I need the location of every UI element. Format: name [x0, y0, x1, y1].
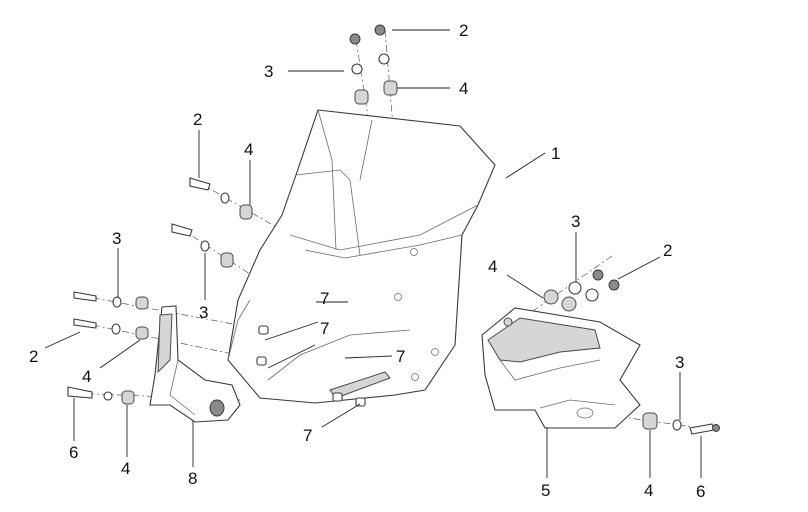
callout-nut-c: 7 — [396, 347, 405, 366]
bolt-right — [689, 423, 715, 435]
callout-bracket-left: 8 — [188, 469, 197, 488]
grommet-left-mid — [220, 252, 234, 268]
callout-washer-left-upper: 3 — [112, 229, 121, 248]
top-fasteners — [349, 24, 398, 105]
callout-washer-left-mid: 3 — [199, 303, 208, 322]
screw-head-top-right — [374, 24, 386, 36]
washer-top-left — [351, 63, 363, 75]
callout-grommet-bracket-right: 4 — [644, 481, 653, 500]
nut-d — [355, 397, 366, 407]
callout-screw-left-lower: 2 — [29, 347, 38, 366]
windscreen — [227, 109, 496, 404]
callout-nut-d: 7 — [303, 426, 312, 445]
washer-right-lower — [672, 419, 682, 431]
callout-grommet-bracket-left: 4 — [121, 459, 130, 478]
grommet-top-left — [354, 89, 369, 105]
callout-screw-right: 2 — [663, 241, 672, 260]
callout-bracket-right: 5 — [541, 481, 550, 500]
grommet-bracket-left — [121, 390, 135, 405]
callout-bolt-left: 6 — [69, 443, 78, 462]
callout-grommet-left-lower: 4 — [82, 367, 91, 386]
callout-screw-top-right: 2 — [459, 21, 468, 40]
callout-bolt-right: 6 — [696, 482, 705, 501]
grommet-left-upper — [239, 204, 253, 220]
callout-washer-top: 3 — [264, 62, 273, 81]
screw-left-upper — [189, 177, 211, 191]
grommet-bracket-right — [642, 412, 658, 430]
callout-screw-left-upper: 2 — [193, 110, 202, 129]
washer-left-upper — [220, 192, 230, 204]
callout-washer-right-upper: 3 — [571, 212, 580, 231]
washer-left-mid — [200, 240, 210, 252]
callout-windscreen: 1 — [551, 144, 560, 163]
right-upper-fasteners — [543, 269, 620, 312]
nut-b — [256, 356, 267, 366]
callout-labels: 1 2 3 4 2 4 3 3 2 4 6 4 8 7 7 7 7 4 3 2 … — [29, 21, 705, 501]
screw-head-top-left — [349, 33, 361, 45]
bolt-left — [67, 386, 93, 399]
callout-nut-a: 7 — [320, 289, 329, 308]
right-lower-fasteners — [642, 412, 720, 435]
callout-grommet-top: 4 — [459, 79, 468, 98]
left-lower-fasteners — [67, 291, 149, 405]
nut-a — [258, 325, 269, 335]
screw-left-lower — [171, 223, 193, 237]
left-upper-fasteners — [171, 177, 253, 268]
callout-grommet-right-upper: 4 — [488, 257, 497, 276]
left-mounting-bracket — [149, 305, 241, 423]
windscreen-nuts — [256, 325, 366, 407]
nut-c — [332, 392, 343, 402]
grommet-top-right — [383, 80, 398, 96]
leader-lines — [44, 29, 702, 478]
callout-nut-b: 7 — [320, 319, 329, 338]
callout-grommet-left-upper: 4 — [244, 140, 253, 159]
right-mounting-bracket — [481, 307, 641, 429]
callout-washer-right-lower: 3 — [675, 353, 684, 372]
washer-top-right — [378, 53, 390, 65]
